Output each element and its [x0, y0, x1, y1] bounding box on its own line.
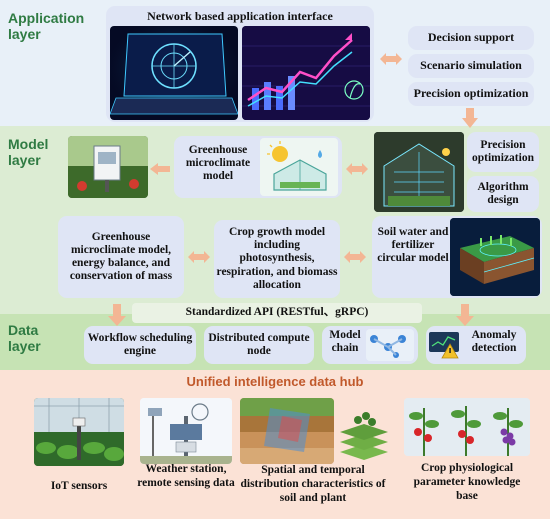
api-arrow-left: [108, 304, 126, 326]
precision-optimization-box: Precision optimization: [467, 132, 539, 172]
anomaly-icon: [429, 332, 459, 359]
app-item-precision-optimization: Precision optimization: [408, 82, 534, 106]
soil-layer-image: [450, 218, 540, 296]
model-chain-icon: [366, 329, 414, 361]
weather-sensor-image: [68, 136, 148, 198]
model-arrow-right-1: [346, 163, 368, 175]
app-double-arrow: [380, 53, 402, 65]
distributed-node-box: Distributed compute node: [204, 326, 314, 364]
energy-balance-model-box: Greenhouse microclimate model, energy ba…: [58, 216, 184, 298]
algorithm-design-box: Algorithm design: [467, 176, 539, 212]
iot-sensors-image: [34, 398, 124, 466]
smart-greenhouse-image: [374, 132, 464, 212]
crop-growth-model-box: Crop growth model including photosynthes…: [214, 220, 340, 298]
model-chain-label: Model chain: [329, 329, 361, 355]
greenhouse-microclimate-model: Greenhouse microclimate model: [185, 144, 251, 183]
standardized-api-bar: Standardized API (RESTful、gRPC): [132, 303, 422, 323]
hub-item-crop: Crop physiological parameter knowledge b…: [413, 462, 521, 502]
model-layer-label: Model layer: [8, 136, 49, 169]
network-interface-title: Network based application interface: [147, 9, 333, 23]
app-to-model-arrow: [462, 108, 478, 128]
hub-item-iot: IoT sensors: [50, 480, 108, 492]
anomaly-detection-label: Anomaly detection: [471, 329, 517, 355]
laptop-radar-image: [110, 26, 238, 120]
hub-item-spatial: Spatial and temporal distribution charac…: [240, 464, 386, 504]
plant-layers-image: [340, 412, 388, 460]
api-arrow-right: [456, 304, 474, 326]
application-layer-label: Application layer: [8, 10, 85, 43]
soil-model-label: Soil water and fertilizer circular model: [377, 226, 449, 265]
app-item-scenario-simulation: Scenario simulation: [408, 54, 534, 78]
model-arrow-right-3: [344, 251, 366, 263]
hub-item-weather: Weather station, remote sensing data: [137, 463, 235, 489]
model-arrow-left-1: [150, 163, 170, 175]
weather-station-image: [140, 398, 232, 464]
crop-plants-image: [404, 398, 530, 456]
growth-chart-image: [242, 26, 370, 120]
data-layer-label: Data layer: [8, 322, 41, 355]
workflow-engine-box: Workflow scheduling engine: [84, 326, 196, 364]
soil-profile-image: [240, 398, 334, 464]
hub-title: Unified intelligence data hub: [186, 374, 364, 389]
greenhouse-icon-image: [260, 138, 338, 196]
app-item-decision-support: Decision support: [408, 26, 534, 50]
model-arrow-right-2: [188, 251, 210, 263]
